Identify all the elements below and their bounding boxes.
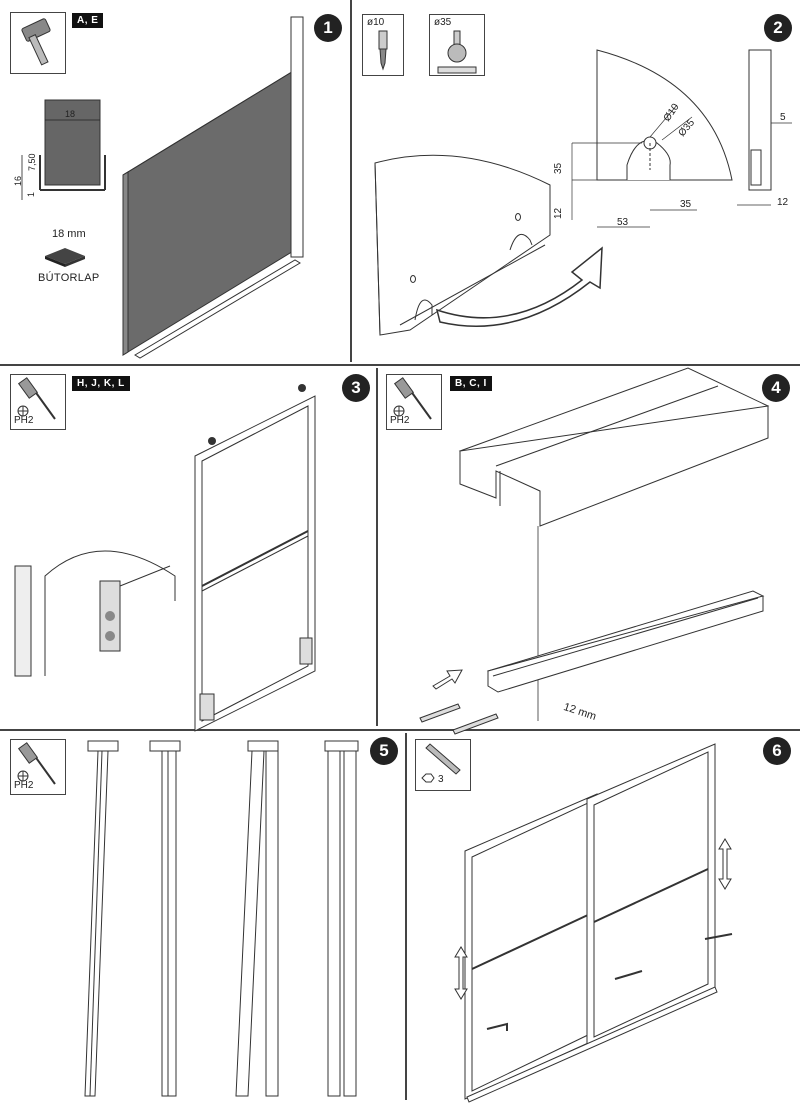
roller-mounting-detail: [14, 550, 176, 677]
step-5-number: 5: [370, 737, 398, 765]
step-1-parts-badge: A, E: [72, 13, 104, 28]
door-insertion-sequence: [84, 740, 359, 1097]
dim-side5: 5: [780, 112, 786, 123]
drill-bit-icon: [378, 30, 388, 71]
hammer-tool-box: [10, 12, 66, 74]
dim-h3: 1: [26, 192, 36, 197]
hinge-hole-dimension-drawing: 35 12 53 35 Ø10 Ø35: [553, 49, 733, 228]
step-3-panel: PH2 H, J, K, L 3: [0, 366, 376, 732]
material-name: BÚTORLAP: [38, 272, 100, 284]
alignment-line: [537, 526, 539, 721]
vertical-divider-middle: [376, 368, 378, 726]
dim-width: 18: [65, 109, 75, 119]
floor-guide-parts: [419, 703, 499, 735]
panel-with-holes: [374, 154, 551, 336]
gap-dimension: 12 mm: [561, 701, 598, 723]
tool-size-label: PH2: [14, 415, 34, 426]
installed-doors-drawing: [454, 743, 733, 1103]
dim-h2: 7,50: [27, 153, 37, 171]
vertical-divider-bottom: [405, 733, 407, 1100]
drill-10-tool-box: ø10: [362, 14, 404, 76]
dim-h1: 16: [13, 176, 23, 186]
material-thickness: 18 mm: [52, 228, 86, 240]
horizontal-divider-2: [0, 729, 800, 731]
forstner-bit-icon: [437, 30, 477, 74]
dim-side12: 12: [777, 197, 789, 208]
hammer-icon: [21, 18, 51, 66]
hex-size-label: 3: [438, 774, 444, 785]
step-4-number: 4: [762, 374, 790, 402]
screwdriver-tool-box-3: PH2: [10, 374, 66, 430]
screwdriver-tool-box-5: PH2: [10, 739, 66, 795]
dim-v35: 35: [553, 162, 564, 174]
screwdriver-icon: [393, 377, 432, 420]
side-view-drawing: 5 12: [737, 49, 792, 208]
door-frame-drawing: [194, 384, 316, 732]
step-2-panel: ø10 ø35 2 35 12: [352, 0, 800, 364]
hex-key-tool-box: 3: [415, 739, 471, 791]
step-1-panel: A, E 1 18 16 7,50 1 18 mm BÚTORLAP: [0, 0, 350, 364]
step-3-number: 3: [342, 374, 370, 402]
curved-arrow-icon: [435, 246, 603, 328]
tool-size-label: PH2: [390, 415, 410, 426]
hex-key-icon: [421, 743, 461, 783]
top-rail-drawing: [458, 367, 770, 527]
profile-cross-section: 18 16 7,50 1: [13, 99, 106, 200]
board-sample-icon: [45, 248, 85, 267]
step-5-panel: PH2 5: [0, 731, 405, 1100]
vertical-divider-top: [350, 0, 352, 362]
screwdriver-tool-box-4: PH2: [386, 374, 442, 430]
bottom-rail-drawing: [486, 590, 765, 693]
step-3-parts-badge: H, J, K, L: [72, 376, 130, 391]
door-panel-with-profile: [122, 16, 304, 359]
direction-arrow-icon: [432, 669, 463, 690]
step-6-panel: 3 6: [407, 731, 800, 1103]
horizontal-divider-1: [0, 364, 800, 366]
screwdriver-icon: [17, 377, 56, 420]
dim-h35: 35: [680, 199, 692, 210]
step-6-number: 6: [763, 737, 791, 765]
dim-h53: 53: [617, 217, 629, 228]
tool-size-label: PH2: [14, 780, 34, 791]
drill-35-label: ø35: [434, 17, 452, 28]
step-4-parts-badge: B, C, I: [450, 376, 492, 391]
step-2-number: 2: [764, 14, 792, 42]
step-4-panel: PH2 B, C, I 4 12 mm: [378, 366, 800, 735]
step-1-number: 1: [314, 14, 342, 42]
drill-35-tool-box: ø35: [429, 14, 485, 76]
screwdriver-icon: [17, 742, 56, 785]
drill-10-label: ø10: [367, 17, 385, 28]
dim-v12: 12: [553, 207, 564, 219]
